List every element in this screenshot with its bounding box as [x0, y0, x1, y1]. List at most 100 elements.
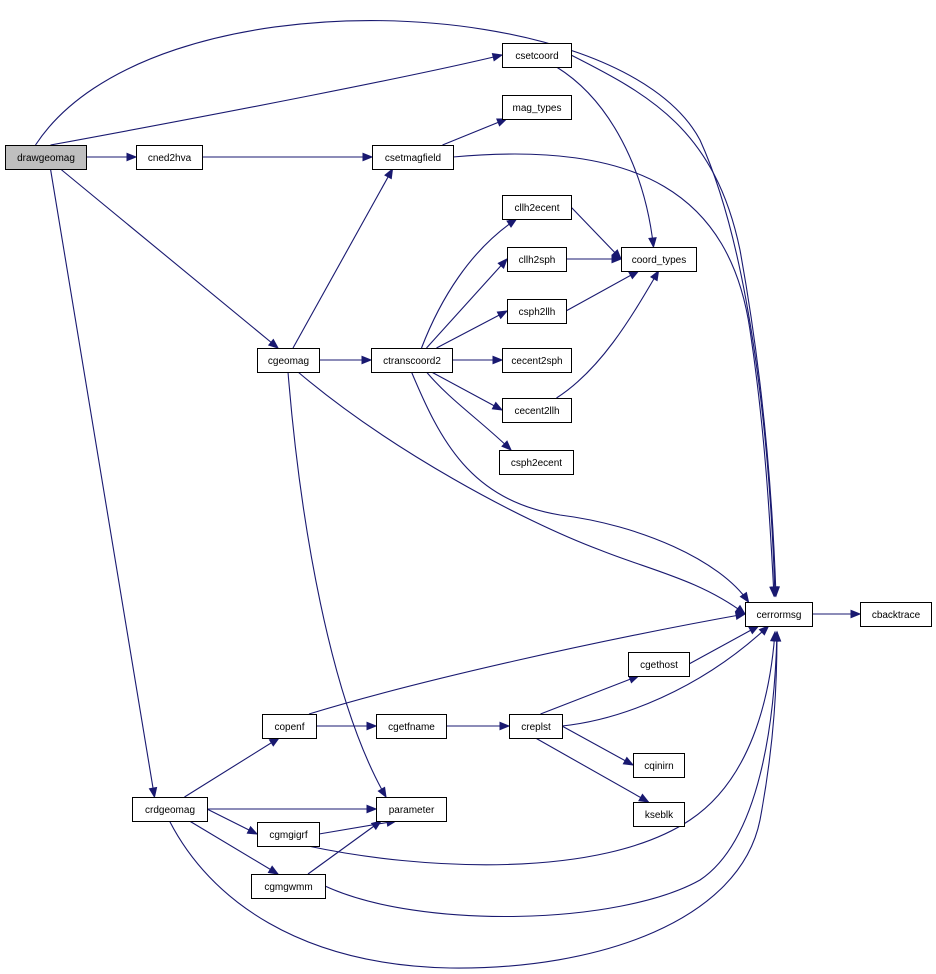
- node-cgmgwmm[interactable]: cgmgwmm: [251, 874, 326, 899]
- arrowhead: [268, 737, 281, 747]
- node-label: cllh2ecent: [514, 203, 559, 214]
- edge-line: [307, 631, 776, 866]
- edge-crdgeomag-to-cgmgigrf: [206, 808, 259, 835]
- node-cecent2sph[interactable]: cecent2sph: [502, 348, 572, 373]
- edge-line: [426, 258, 508, 349]
- edge-ctranscoord2-to-cllh2ecent: [420, 218, 518, 349]
- node-cecent2llh[interactable]: cecent2llh: [502, 398, 572, 423]
- edge-copenf-to-cgetfname: [316, 721, 378, 731]
- arrowhead: [506, 218, 518, 228]
- edge-csetmagfield-to-mag_types: [442, 118, 508, 146]
- node-parameter[interactable]: parameter: [376, 797, 447, 822]
- edge-line: [318, 820, 397, 835]
- edge-line: [556, 270, 659, 399]
- node-csph2ecent[interactable]: csph2ecent: [499, 450, 574, 475]
- node-label: cned2hva: [148, 153, 192, 164]
- edge-line: [436, 310, 508, 349]
- arrowhead: [366, 721, 378, 731]
- arrowhead: [649, 269, 660, 282]
- edge-ctranscoord2-to-csph2llh: [436, 310, 509, 349]
- node-cgmgigrf[interactable]: cgmgigrf: [257, 822, 320, 847]
- edge-line: [420, 218, 517, 349]
- arrowhead: [496, 118, 508, 127]
- node-label: drawgeomag: [17, 153, 75, 164]
- node-box: [502, 398, 572, 423]
- edge-cllh2ecent-to-coord_types: [570, 206, 622, 260]
- edge-line: [561, 625, 769, 727]
- arrowhead: [246, 825, 259, 835]
- edge-line: [292, 168, 393, 349]
- edge-line: [60, 168, 279, 349]
- node-cgeomag[interactable]: cgeomag: [257, 348, 320, 373]
- arrowhead: [850, 609, 862, 619]
- edge-line: [426, 371, 512, 451]
- node-cgetfname[interactable]: cgetfname: [376, 714, 447, 739]
- node-csetcoord[interactable]: csetcoord: [502, 43, 572, 68]
- node-label: cgmgigrf: [269, 830, 308, 841]
- node-coord_types[interactable]: coord_types: [621, 247, 697, 272]
- node-box: [376, 714, 447, 739]
- node-box: [621, 247, 697, 272]
- edge-cgeomag-to-csetmagfield: [292, 167, 394, 349]
- node-box: [628, 652, 690, 677]
- node-ctranscoord2[interactable]: ctranscoord2: [371, 348, 453, 373]
- arrowhead: [362, 152, 374, 162]
- node-label: cerrormsg: [756, 610, 801, 621]
- node-kseblk[interactable]: kseblk: [633, 802, 685, 827]
- node-label: cgmgwmm: [264, 882, 312, 893]
- edge-cned2hva-to-csetmagfield: [202, 152, 374, 162]
- edge-ctranscoord2-to-cerrormsg: [410, 371, 750, 604]
- edge-line: [540, 675, 639, 715]
- node-copenf[interactable]: copenf: [262, 714, 317, 739]
- node-label: crdgeomag: [145, 805, 195, 816]
- node-drawgeomag[interactable]: drawgeomag: [5, 145, 87, 170]
- arrowhead: [267, 338, 280, 349]
- arrowhead: [361, 355, 373, 365]
- arrowhead: [370, 820, 383, 831]
- edge-crdgeomag-to-copenf: [184, 737, 281, 798]
- arrowhead: [267, 865, 280, 875]
- node-cbacktrace[interactable]: cbacktrace: [860, 602, 932, 627]
- edge-csetmagfield-to-cerrormsg: [452, 153, 778, 598]
- node-box: [136, 145, 203, 170]
- node-box: [257, 822, 320, 847]
- edge-csetcoord-to-cerrormsg: [570, 54, 781, 598]
- node-box: [499, 450, 574, 475]
- edge-drawgeomag-to-cerrormsg: [35, 20, 780, 598]
- node-csph2llh[interactable]: csph2llh: [507, 299, 567, 324]
- edge-crdgeomag-to-cgmgwmm: [189, 820, 280, 875]
- node-cllh2ecent[interactable]: cllh2ecent: [502, 195, 572, 220]
- arrowhead: [622, 756, 635, 766]
- node-box: [371, 348, 453, 373]
- edge-line: [431, 371, 503, 411]
- node-cned2hva[interactable]: cned2hva: [136, 145, 203, 170]
- edge-line: [570, 54, 777, 597]
- edge-cgetfname-to-creplst: [446, 721, 511, 731]
- node-crdgeomag[interactable]: crdgeomag: [132, 797, 208, 822]
- node-box: [745, 602, 813, 627]
- edge-ctranscoord2-to-cecent2llh: [431, 371, 504, 411]
- edge-cllh2sph-to-coord_types: [566, 254, 623, 264]
- node-mag_types[interactable]: mag_types: [502, 95, 572, 120]
- edge-line: [287, 371, 387, 798]
- node-cqinim[interactable]: cqinirn: [633, 753, 685, 778]
- edge-line: [556, 66, 655, 248]
- node-csetmagfield[interactable]: csetmagfield: [372, 145, 454, 170]
- arrowhead: [758, 625, 770, 636]
- node-cgethost[interactable]: cgethost: [628, 652, 690, 677]
- node-cllh2sph[interactable]: cllh2sph: [507, 247, 567, 272]
- edge-cecent2llh-to-coord_types: [556, 269, 660, 399]
- node-box: [5, 145, 87, 170]
- arrowhead: [148, 786, 158, 799]
- edge-drawgeomag-to-crdgeomag: [49, 168, 158, 799]
- edge-line: [570, 206, 622, 260]
- node-label: parameter: [389, 805, 435, 816]
- node-box: [262, 714, 317, 739]
- node-cerrormsg[interactable]: cerrormsg: [745, 602, 813, 627]
- node-box: [257, 348, 320, 373]
- edge-ctranscoord2-to-cllh2sph: [426, 258, 508, 349]
- arrowhead: [491, 401, 504, 411]
- node-creplst[interactable]: creplst: [509, 714, 563, 739]
- arrowhead: [501, 440, 512, 451]
